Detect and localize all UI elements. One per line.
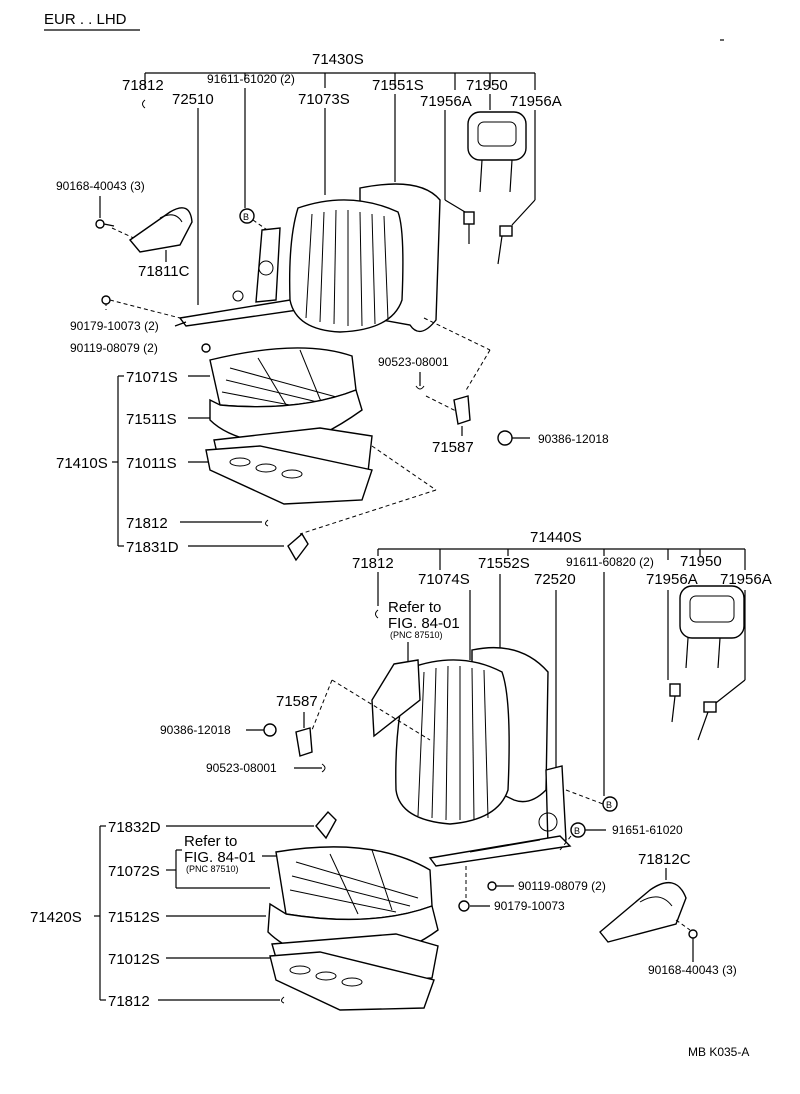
nut-lower-icon bbox=[458, 900, 470, 912]
label-71812-bottom: 71812 bbox=[108, 993, 150, 1010]
label-90119-08079-top: 90119-08079 (2) bbox=[70, 341, 158, 355]
label-71073S: 71073S bbox=[298, 91, 350, 108]
bolt-icon bbox=[95, 219, 115, 229]
b-marker-lower-label: B bbox=[574, 826, 580, 836]
trim-cover-icon bbox=[287, 532, 309, 562]
label-71832D: 71832D bbox=[108, 819, 161, 836]
b-marker-upper-label: B bbox=[243, 212, 249, 222]
label-71812-top: 71812 bbox=[122, 77, 164, 94]
seatback-lower-icon bbox=[371, 646, 549, 825]
bolt-lower-icon bbox=[487, 881, 497, 891]
footer-code: MB K035-A bbox=[688, 1045, 749, 1059]
region-label: EUR . . LHD bbox=[44, 11, 127, 28]
label-90168-40043-top: 90168-40043 (3) bbox=[56, 179, 145, 193]
nut-icon bbox=[101, 295, 111, 305]
label-71956A-top-left: 71956A bbox=[420, 93, 472, 110]
b-marker-lower-right bbox=[602, 796, 618, 812]
label-91611-61020: 91611-61020 (2) bbox=[207, 72, 295, 86]
label-71956A-top-right: 71956A bbox=[510, 93, 562, 110]
label-71420S: 71420S bbox=[30, 909, 82, 926]
cap-nut-lower-icon bbox=[263, 723, 277, 737]
b-marker-upper bbox=[239, 208, 255, 224]
label-90168-40043-lower: 90168-40043 (3) bbox=[648, 963, 737, 977]
label-71410S: 71410S bbox=[56, 455, 108, 472]
refer-bottom-line1: Refer to bbox=[184, 833, 237, 850]
label-71072S: 71072S bbox=[108, 863, 160, 880]
headrest-support-icon bbox=[463, 211, 513, 265]
label-72520: 72520 bbox=[534, 571, 576, 588]
label-71552S: 71552S bbox=[478, 555, 530, 572]
cap-nut-icon bbox=[497, 430, 513, 446]
label-71011S: 71011S bbox=[126, 455, 177, 472]
label-91611-60820: 91611-60820 (2) bbox=[566, 555, 654, 569]
headrest-icon bbox=[467, 111, 527, 193]
label-71812-mid: 71812 bbox=[126, 515, 168, 532]
refer-bottom-line2: FIG. 84-01 bbox=[184, 849, 256, 866]
label-71551S: 71551S bbox=[372, 77, 424, 94]
headrest-lower-icon bbox=[679, 585, 745, 669]
trim-cover-lower-icon bbox=[315, 810, 337, 840]
label-71587-lower: 71587 bbox=[276, 693, 318, 710]
label-71511S: 71511S bbox=[126, 411, 177, 428]
label-90386-12018-lower: 90386-12018 bbox=[160, 723, 231, 737]
label-71831D: 71831D bbox=[126, 539, 179, 556]
label-71956A-lower-left: 71956A bbox=[646, 571, 698, 588]
seat-side-cover-lower-icon bbox=[599, 881, 687, 943]
seatback-upper-icon bbox=[288, 183, 441, 333]
label-71811C: 71811C bbox=[138, 263, 190, 280]
seat-rail-icon bbox=[178, 227, 300, 327]
label-90523-08001-top: 90523-08001 bbox=[378, 355, 449, 369]
label-71950-top: 71950 bbox=[466, 77, 508, 94]
b-marker-lower-right-label: B bbox=[606, 800, 612, 810]
label-71812-lower: 71812 bbox=[352, 555, 394, 572]
label-91651-61020: 91651-61020 bbox=[612, 823, 683, 837]
seat-cushion-upper-icon bbox=[205, 347, 373, 505]
label-72510: 72510 bbox=[172, 91, 214, 108]
hinge-cover-lower-icon bbox=[295, 727, 313, 757]
refer-bottom-pnc: (PNC 87510) bbox=[186, 864, 239, 874]
bolt-small-icon bbox=[201, 343, 211, 353]
label-90386-12018-top: 90386-12018 bbox=[538, 432, 609, 446]
label-71512S: 71512S bbox=[108, 909, 160, 926]
label-71956A-lower-right: 71956A bbox=[720, 571, 772, 588]
clip-small-icon bbox=[415, 385, 425, 390]
bolt-right-icon bbox=[688, 929, 698, 939]
clip-icon bbox=[142, 99, 146, 109]
recliner-lower-icon bbox=[428, 765, 572, 867]
label-71812C: 71812C bbox=[638, 851, 691, 868]
hinge-cover-icon bbox=[453, 395, 471, 425]
seat-side-cover-icon bbox=[128, 207, 193, 253]
headrest-support-lower-icon bbox=[669, 683, 717, 741]
refer-top-line1: Refer to bbox=[388, 599, 441, 616]
label-71440S: 71440S bbox=[530, 529, 582, 546]
label-90179-10073: 90179-10073 (2) bbox=[70, 319, 159, 333]
label-90179-10073-lower: 90179-10073 bbox=[494, 899, 565, 913]
label-71012S: 71012S bbox=[108, 951, 160, 968]
seat-cushion-lower-icon bbox=[267, 846, 439, 1011]
label-71071S: 71071S bbox=[126, 369, 178, 386]
label-71074S: 71074S bbox=[418, 571, 470, 588]
label-90523-08001-lower: 90523-08001 bbox=[206, 761, 277, 775]
refer-top-line2: FIG. 84-01 bbox=[388, 615, 460, 632]
label-90119-08079-lower: 90119-08079 (2) bbox=[518, 879, 606, 893]
label-71430S: 71430S bbox=[312, 51, 364, 68]
refer-top-pnc: (PNC 87510) bbox=[390, 630, 443, 640]
label-71587-top: 71587 bbox=[432, 439, 474, 456]
label-71950-lower: 71950 bbox=[680, 553, 722, 570]
